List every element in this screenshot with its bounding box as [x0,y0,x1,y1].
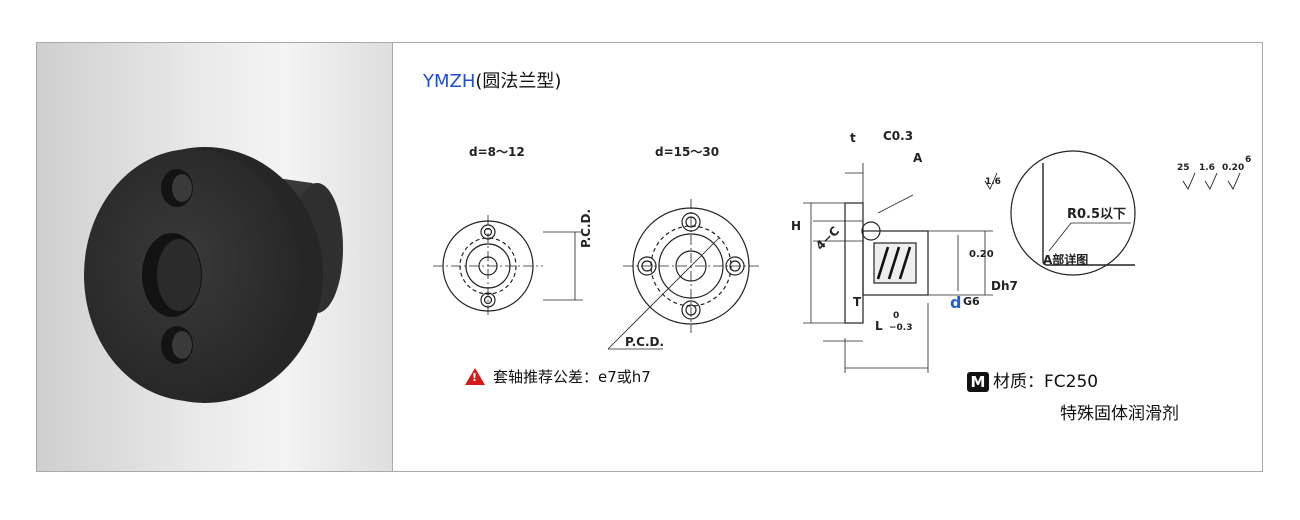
model-type: (圆法兰型) [475,71,562,92]
note-text: 套轴推荐公差：e7或h7 [493,368,651,386]
diagram-panel: YMZH(圆法兰型) [393,43,1262,471]
product-photo [37,43,393,471]
large-view-label: d=15～30 [655,145,720,159]
l-tol-upper: 0 [893,311,900,321]
model-code: YMZH [423,71,476,92]
dim-c03: C0.3 [883,129,914,143]
dim-h: H [791,219,802,233]
rough-r1: 1.6 [1199,163,1215,173]
tol-020: 0.20 [969,249,994,260]
dim-g6: G6 [963,295,980,308]
dim-t-bottom: T [853,295,862,309]
shaft-tolerance-note: ! 套轴推荐公差：e7或h7 [465,365,651,387]
dim-d: d [950,293,962,312]
rough-main: 25 [1177,163,1190,173]
rough-r2: 0.20 [1222,163,1245,173]
detail-a-view [1010,150,1136,276]
flange-bushing-image [84,147,343,403]
l-tol-lower: −0.3 [889,323,913,333]
section-view [803,163,993,373]
small-front-view [433,215,583,317]
large-pcd-label: P.C.D. [625,335,665,349]
material-m-icon: M [967,372,989,392]
technical-drawing [433,150,1241,373]
rough-r3: 6 [1245,155,1252,165]
material-label: 材质：FC250 [993,372,1099,392]
small-pcd-label: P.C.D. [579,208,593,248]
page-title: YMZH(圆法兰型) [423,67,561,93]
material-sub-label: 特殊固体润滑剂 [1060,404,1179,424]
detail-radius: R0.5以下 [1067,207,1127,222]
warning-icon: ! [465,368,485,385]
dim-dh7: Dh7 [991,279,1018,293]
large-front-view [607,199,759,350]
detail-a-marker: A [913,151,923,165]
product-frame: YMZH(圆法兰型) [36,42,1263,472]
rough-right: 1.6 [985,177,1001,187]
detail-caption: A部详图 [1043,253,1089,267]
roughness-symbols [984,172,1241,190]
dim-t: t [850,131,856,145]
dim-l: L [875,319,883,333]
small-view-label: d=8～12 [469,145,525,159]
